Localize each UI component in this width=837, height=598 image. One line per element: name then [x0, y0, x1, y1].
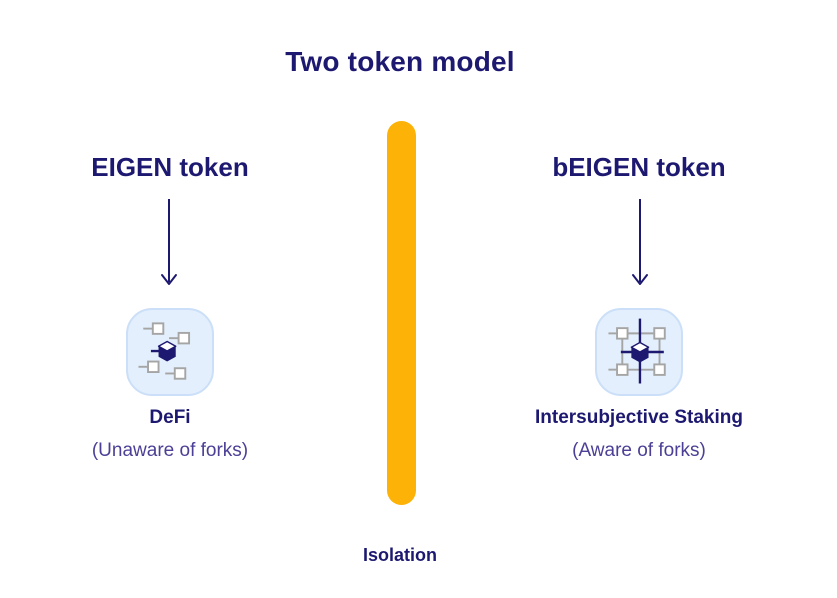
- defi-icon-card: [126, 308, 214, 396]
- down-arrow-icon: [161, 199, 177, 285]
- down-arrow-icon: [632, 199, 648, 285]
- defi-sublabel: (Unaware of forks): [91, 440, 249, 461]
- staking-icon-card: [595, 308, 683, 396]
- isolation-label: Isolation: [362, 545, 437, 565]
- page-title: Two token model: [285, 46, 515, 77]
- scattered-nodes-cube-icon: [138, 322, 191, 380]
- beigen-token-heading: bEIGEN token: [552, 152, 726, 182]
- grid-network-cube-icon: [608, 318, 666, 384]
- staking-sublabel: (Aware of forks): [572, 440, 706, 461]
- defi-label: DeFi: [149, 407, 191, 428]
- isolation-bar: [387, 121, 416, 505]
- eigen-token-heading: EIGEN token: [91, 152, 249, 182]
- staking-label: Intersubjective Staking: [534, 407, 743, 428]
